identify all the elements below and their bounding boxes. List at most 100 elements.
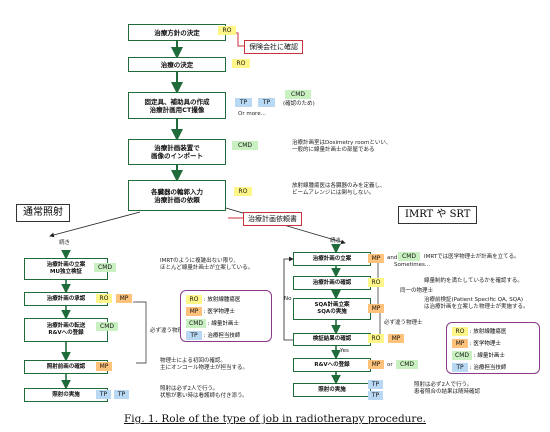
step-treatment-policy: 治療方針の決定	[128, 24, 226, 41]
and-label: and	[387, 255, 398, 261]
imrt-check-note: 線量制約を満たしているかを確認する。	[424, 278, 523, 284]
legend-code: RO	[452, 327, 468, 336]
note-line: 治療前検証(Patient Specific QA, SQA)	[424, 297, 524, 303]
legend-row-tp: TP : 治療担当技師	[452, 363, 506, 372]
legend-text: : 線量計画士	[473, 353, 505, 359]
role-mp: MP	[368, 304, 384, 313]
legend-text: : 放射線腫瘍医	[469, 329, 507, 335]
step-treatment-decision: 治療の決定	[128, 57, 226, 72]
note-line: IMRTのように複雑出ない限り、	[160, 258, 239, 264]
or-label: or	[387, 362, 393, 368]
conv-step-transfer-rv: 治療計画の転送 R&Vへの登録	[24, 318, 108, 342]
step-label: 照射の実施	[318, 386, 346, 393]
heading-conventional: 通常照射	[16, 204, 70, 222]
conv-irradiation-note: 照射は必ず2人で行う。 状態が悪い時は看護師も付き添う。	[160, 386, 248, 400]
planning-room-note: 治療計画室はDosimetry roomといい、 一般的に線量計画士の部屋である	[292, 140, 391, 154]
imrt-step-verify: 検証結果の確認	[293, 333, 371, 346]
step-label: 治療計画の依頼	[154, 195, 200, 204]
step-label: SQA計画立案	[314, 302, 350, 308]
step-contour-request: 各臓器の輪郭入力 治療計画の依頼	[128, 180, 226, 211]
continue-label: 続き	[59, 240, 71, 246]
legend-text: : 放射線腫瘍医	[203, 297, 241, 303]
note-line: ビームアレンジには関与しない。	[292, 190, 375, 196]
split-left	[49, 211, 141, 238]
legend-row-mp: MP : 医学物理士	[186, 307, 235, 316]
role-ro: RO	[234, 187, 252, 196]
role-ro: RO	[368, 334, 384, 343]
note-line: 照射は必ず2人で行う。	[414, 382, 473, 388]
step-label: 画像のインポート	[151, 152, 203, 160]
legend-row-ro: RO : 放射線腫瘍医	[452, 327, 506, 336]
role-cmd: CMD	[96, 322, 118, 331]
legend-row-ro: RO : 放射線腫瘍医	[186, 295, 240, 304]
step-label: R&Vへの登録	[48, 330, 84, 336]
step-label: 治療方針の決定	[154, 28, 200, 37]
legend-code: MP	[452, 339, 468, 348]
legend-row-cmd: CMD : 線量計画士	[186, 319, 239, 328]
conv-physicist-note: 物理士による初回の確認。 主にオンコール物理士が担当する。	[160, 358, 248, 372]
step-label: 各臓器の輪郭入力	[151, 187, 203, 196]
note-line: 照射は必ず2人で行う。	[160, 386, 219, 392]
continue-label: 続き	[330, 238, 342, 244]
note-line: 物理士による初回の確認。	[160, 358, 226, 364]
step-label: 照射前画の確認	[46, 363, 86, 370]
imrt-must-differ: 必ず違う物理士	[384, 320, 423, 326]
contour-note: 放射線腫瘍医は各臓器のみを定義し、 ビームアレンジには関与しない。	[292, 183, 386, 197]
step-label: SQAの実施	[317, 309, 347, 315]
role-tp: TP	[96, 390, 111, 399]
legend-text: : 治療担当技師	[203, 333, 241, 339]
yes-label: Yes	[340, 348, 349, 354]
legend-text: : 線量計画士	[207, 321, 239, 327]
role-ro: RO	[218, 26, 236, 35]
role-ro: RO	[96, 294, 112, 303]
imrt-irradiation-note: 照射は必ず2人で行う。 患者照合の結果は随時確認	[414, 382, 480, 396]
role-legend: RO : 放射線腫瘍医 MP : 医学物理士 CMD : 線量計画士 TP : …	[180, 290, 272, 342]
step-label: 治療計画用CT撮像	[149, 105, 205, 114]
note-line: は治療計画を立案した物理士が実施する。	[424, 304, 529, 310]
legend-row-cmd: CMD : 線量計画士	[452, 351, 505, 360]
conv-step-approval: 治療計画の承認	[24, 292, 108, 306]
step-label: MU独立検証	[50, 269, 82, 275]
step-image-import: 治療計画装置で 画像のインポート	[128, 139, 226, 165]
sometimes-label: Sometimes...	[394, 262, 431, 268]
role-tp: TP	[235, 98, 252, 107]
role-cmd: CMD	[396, 360, 418, 369]
role-tp: TP	[114, 390, 129, 399]
role-tp: TP	[368, 391, 383, 400]
step-label: R&Vへの登録	[314, 361, 350, 368]
no-label: No	[284, 296, 292, 302]
legend-code: MP	[186, 307, 202, 316]
legend-code: TP	[186, 331, 202, 340]
role-legend: RO : 放射線腫瘍医 MP : 医学物理士 CMD : 線量計画士 TP : …	[446, 322, 540, 374]
conv-imrt-note: IMRTのように複雑出ない限り、 ほとんど線量計画士が立案している。	[160, 258, 253, 272]
step-label: 治療計画装置で	[154, 144, 200, 152]
legend-code: RO	[186, 295, 202, 304]
heading-imrt: IMRT や SRT	[398, 206, 478, 224]
cmd-confirm-note: (確認のため)	[283, 101, 315, 107]
role-mp: MP	[96, 362, 112, 371]
note-line: 主にオンコール物理士が担当する。	[160, 365, 249, 371]
note-line: 放射線腫瘍医は各臓器のみを定義し、	[292, 183, 386, 189]
note-line: 治療計画室はDosimetry roomといい、	[292, 140, 392, 146]
imrt-sqa-note: 治療前検証(Patient Specific QA, SQA) は治療計画を立案…	[424, 297, 529, 311]
step-immobilization-ct: 固定具、補助具の作成 治療計画用CT撮像	[128, 92, 226, 119]
legend-code: CMD	[452, 351, 472, 360]
role-ro: RO	[232, 59, 250, 68]
legend-code: CMD	[186, 319, 206, 328]
step-label: 治療計画の転送	[46, 323, 86, 329]
step-label: 治療計画の立案	[46, 262, 86, 268]
role-mp: MP	[368, 254, 384, 263]
role-ro: RO	[368, 278, 384, 287]
role-cmd: CMD	[94, 263, 116, 272]
role-cmd: CMD	[398, 252, 420, 261]
same-physicist-note: 同一の物理士	[400, 288, 434, 294]
step-label: 治療計画の立案	[312, 255, 352, 262]
request-form: 治療計画依頼書	[243, 212, 302, 226]
note-line: 状態が悪い時は看護師も付き添う。	[160, 393, 248, 399]
step-label: 治療計画の承認	[46, 295, 86, 302]
role-tp: TP	[258, 98, 275, 107]
imrt-step-sqa: SQA計画立案 SQAの実施	[293, 298, 371, 320]
legend-text: : 医学物理士	[203, 309, 235, 315]
role-cmd: CMD	[285, 90, 311, 99]
conv-step-pre-image: 照射前画の確認	[24, 360, 108, 374]
